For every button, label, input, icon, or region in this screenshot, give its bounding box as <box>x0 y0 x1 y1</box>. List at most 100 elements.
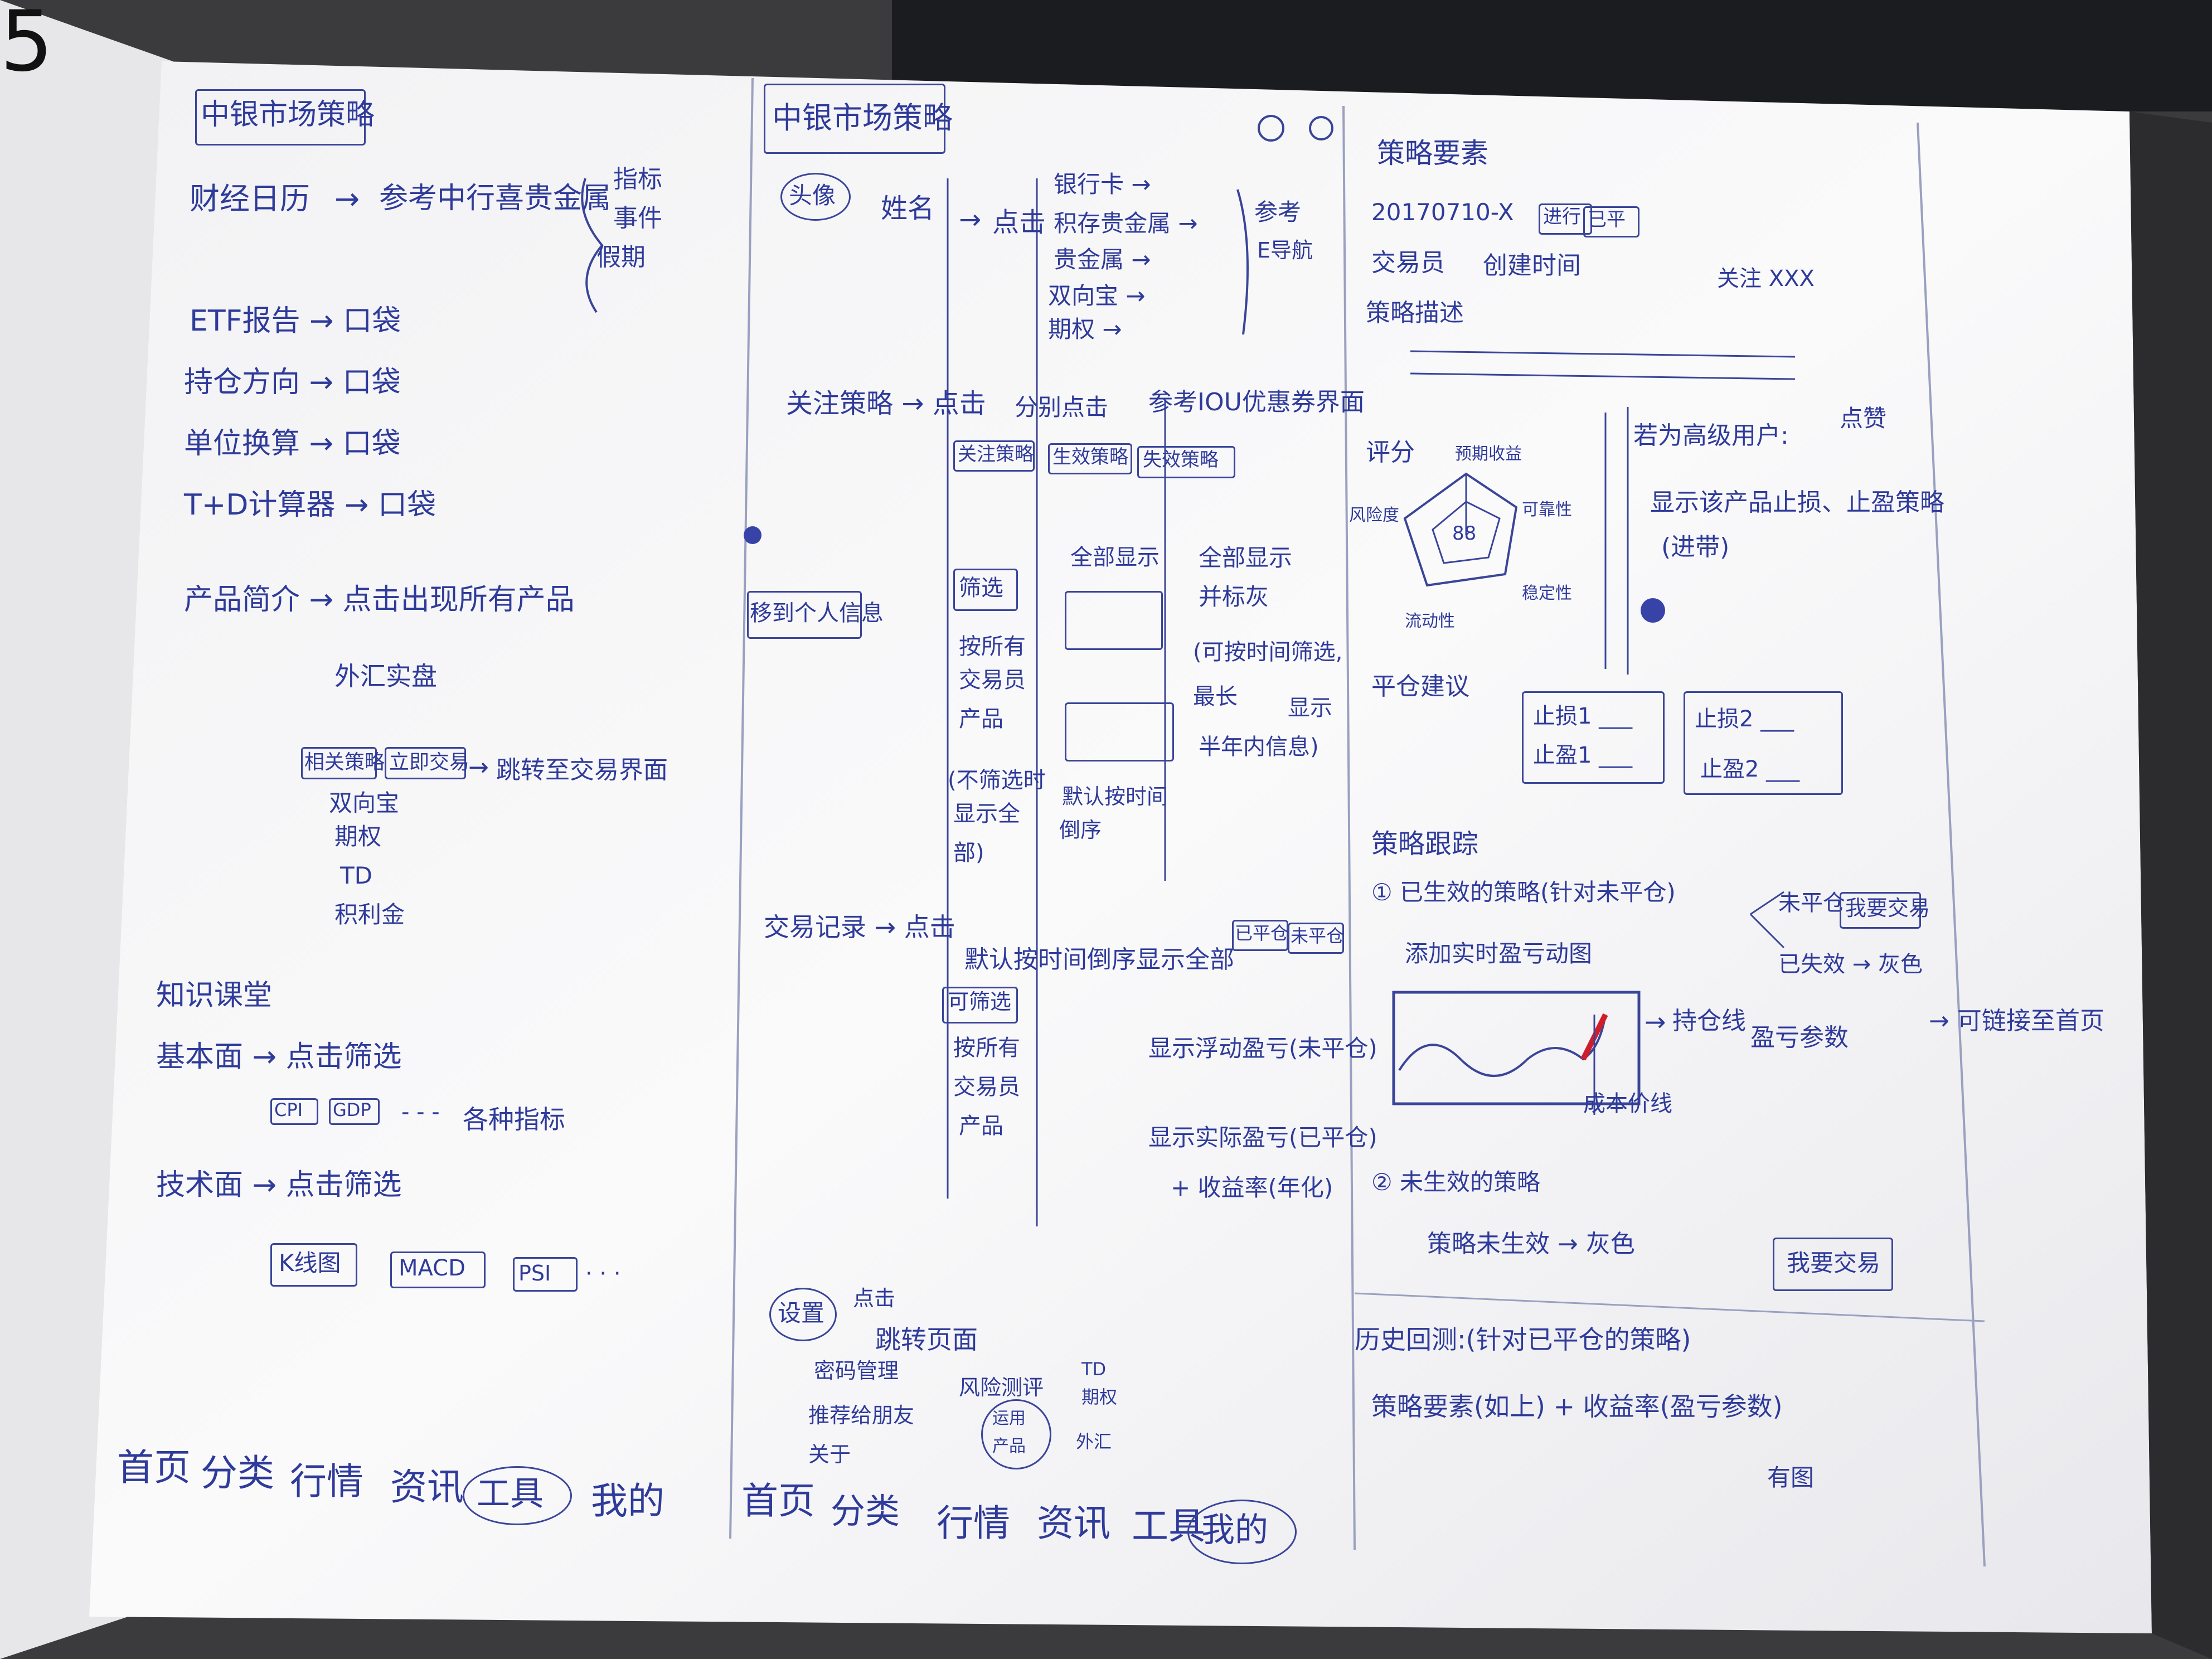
settings-note: 点击 <box>853 1286 896 1311</box>
list-1: 银行卡 → <box>1054 171 1151 198</box>
trade-tag-open-box[interactable] <box>1288 923 1344 954</box>
cpi-tag[interactable]: CPI <box>274 1099 303 1120</box>
product-list-1: 双向宝 <box>329 789 400 817</box>
caijing-label: 财经日历 <box>190 181 310 216</box>
tab-expired-box[interactable] <box>1137 446 1235 478</box>
arrow-right: 持仓线 <box>1672 1007 1746 1035</box>
trade-now-button[interactable]: 立即交易 <box>389 751 470 774</box>
nav2-market[interactable]: 行情 <box>937 1502 1010 1545</box>
trade-col2: 交易员 <box>953 1074 1020 1100</box>
filter-box[interactable] <box>953 569 1018 611</box>
nav2-news[interactable]: 资讯 <box>1037 1502 1110 1545</box>
nav2-mine-circle <box>1187 1500 1297 1564</box>
nav1-home[interactable]: 首页 <box>117 1446 191 1489</box>
settings-circle[interactable] <box>769 1288 837 1341</box>
gdp-tag-box[interactable] <box>329 1098 380 1125</box>
branch-bottom: 已失效 → 灰色 <box>1778 952 1923 977</box>
track-2: ② 未生效的策略 <box>1371 1168 1541 1196</box>
trade-tag-closed[interactable]: 已平仓 <box>1235 923 1289 944</box>
trade-filter[interactable]: 可筛选 <box>948 989 1012 1014</box>
psi-tag[interactable]: PSI <box>518 1261 551 1286</box>
product-list-4: 积利金 <box>334 901 405 928</box>
kline-tag-box[interactable] <box>270 1243 357 1287</box>
trade-col1: 按所有 <box>953 1035 1020 1061</box>
col1-note1: (不筛选时 <box>948 768 1046 793</box>
branch-top: 未平仓 <box>1778 890 1845 916</box>
tag-closed[interactable]: 已平 <box>1588 208 1626 231</box>
branch-top-btn[interactable]: 我要交易 <box>1845 896 1930 920</box>
box2-line2: 止盈2 ___ <box>1700 756 1800 782</box>
created-label: 创建时间 <box>1483 251 1581 280</box>
trade-record: 交易记录 → 点击 <box>764 912 955 942</box>
tab-active-box[interactable] <box>1048 443 1132 474</box>
tab-followed-box[interactable] <box>953 440 1035 472</box>
caijing-note: 参考中行喜贵金属 <box>379 182 612 215</box>
psi-tag-box[interactable] <box>513 1257 578 1292</box>
attend-1: 若为高级用户: <box>1633 421 1789 450</box>
nav1-market[interactable]: 行情 <box>290 1460 363 1503</box>
kline-tag[interactable]: K线图 <box>279 1249 341 1277</box>
trade-filter-box[interactable] <box>942 987 1018 1023</box>
cpi-tag-box[interactable] <box>270 1098 318 1125</box>
trade-right3: + 收益率(年化) <box>1171 1174 1333 1201</box>
related-strategy-btn-box[interactable] <box>301 747 377 779</box>
col1-note2: 显示全 <box>953 801 1020 827</box>
tab-expired[interactable]: 失效策略 <box>1143 449 1219 471</box>
trade-tag-open[interactable]: 未平仓 <box>1291 925 1345 947</box>
attend-3: (进带) <box>1661 533 1730 561</box>
trade-right1: 显示浮动盈亏(未平仓) <box>1148 1035 1377 1062</box>
like-label[interactable]: 点赞 <box>1840 405 1887 432</box>
click-label: 点击 <box>992 207 1046 238</box>
radar-label-3: 稳定性 <box>1522 584 1572 603</box>
suggest-box-2 <box>1684 691 1843 795</box>
nav2-home[interactable]: 首页 <box>741 1479 815 1522</box>
desc-label: 策略描述 <box>1366 299 1464 327</box>
attend-2: 显示该产品止损、止盈策略 <box>1650 488 1944 517</box>
track-label: 策略跟踪 <box>1371 828 1479 860</box>
macd-tag[interactable]: MACD <box>399 1255 465 1281</box>
nav1-category[interactable]: 分类 <box>201 1452 274 1495</box>
branch-top-btn-box[interactable] <box>1840 892 1921 929</box>
nav2-mine[interactable]: 我的 <box>1201 1511 1268 1550</box>
avatar-label: 头像 <box>789 182 836 209</box>
settings-label[interactable]: 设置 <box>778 1299 825 1327</box>
related-strategy-button[interactable]: 相关策略 <box>304 751 385 774</box>
cost-line-label: 成本价线 <box>1583 1091 1672 1117</box>
filter-label[interactable]: 筛选 <box>959 575 1003 601</box>
nav1-tools[interactable]: 工具 <box>477 1474 544 1514</box>
knowledge-title: 知识课堂 <box>156 979 273 1012</box>
tag-running-box[interactable] <box>1539 203 1592 235</box>
track-2-btn[interactable]: 我要交易 <box>1787 1249 1881 1277</box>
history-label: 历史回测:(针对已平仓的策略) <box>1355 1325 1691 1355</box>
macd-tag-box[interactable] <box>390 1251 486 1288</box>
col1-line3: 产品 <box>959 706 1003 732</box>
trade-tag-closed-box[interactable] <box>1232 920 1288 951</box>
track-1: ① 已生效的策略(针对未平仓) <box>1371 879 1676 906</box>
followed-label[interactable]: 关注 XXX <box>1717 266 1815 292</box>
nav1-news[interactable]: 资讯 <box>390 1466 464 1508</box>
list-3: 贵金属 → <box>1054 246 1151 273</box>
tag-running[interactable]: 进行 <box>1543 206 1581 228</box>
col1-line2: 交易员 <box>959 667 1026 693</box>
col3-note1: (可按时间筛选, <box>1193 639 1343 665</box>
tab-followed[interactable]: 关注策略 <box>958 443 1034 465</box>
nav2-category[interactable]: 分类 <box>831 1491 900 1531</box>
track-2-btn-box[interactable] <box>1773 1238 1893 1291</box>
panel2-title-box <box>764 84 945 154</box>
box1-line2: 止盈1 ___ <box>1533 743 1633 768</box>
risk-circle-1: 运用 <box>992 1409 1026 1428</box>
risk-tag-2: 期权 <box>1081 1386 1118 1408</box>
follow-note: 分别点击 <box>1015 394 1109 421</box>
trader-label: 交易员 <box>1371 249 1445 277</box>
side-tag: 移到个人信息 <box>750 600 884 626</box>
radar-label-4: 流动性 <box>1405 612 1455 631</box>
tab-active[interactable]: 生效策略 <box>1052 446 1128 468</box>
radar-label-2: 可靠性 <box>1522 500 1572 520</box>
far-right-note: → 可链接至首页 <box>1929 1007 2104 1035</box>
gdp-tag[interactable]: GDP <box>333 1099 371 1120</box>
nav1-mine[interactable]: 我的 <box>591 1479 664 1522</box>
trade-now-btn-box[interactable] <box>385 747 466 779</box>
tag-closed-box[interactable] <box>1583 206 1639 237</box>
avatar[interactable] <box>780 173 851 221</box>
